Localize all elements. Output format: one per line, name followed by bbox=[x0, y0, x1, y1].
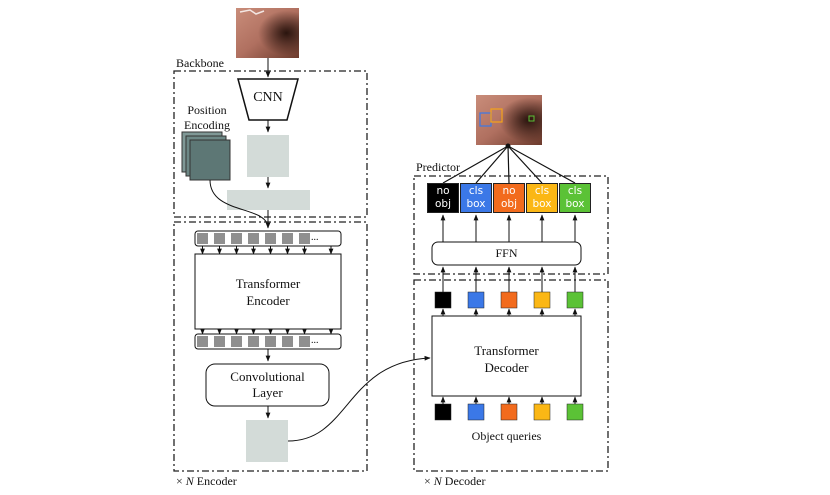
prediction-line1: cls bbox=[534, 185, 550, 197]
decoder-output-embedding bbox=[467, 291, 485, 309]
prediction-line2: obj bbox=[434, 198, 451, 210]
encoder-output-map bbox=[246, 420, 288, 462]
prediction-line1: cls bbox=[468, 185, 484, 197]
backbone-label: Backbone bbox=[176, 56, 224, 70]
convolutional-layer-label: Convolutional Layer bbox=[230, 369, 305, 400]
prediction-line1: no bbox=[502, 185, 516, 197]
token-square bbox=[299, 233, 310, 244]
decoder-output-embedding bbox=[533, 291, 551, 309]
encoder-repeat-label: × N Encoder bbox=[176, 474, 237, 488]
prediction-image bbox=[476, 95, 542, 145]
prediction-line1: no bbox=[436, 185, 450, 197]
object-query bbox=[467, 403, 485, 421]
token-square bbox=[197, 233, 208, 244]
position-encoding-label: Position Encoding bbox=[184, 103, 230, 132]
token-square bbox=[214, 336, 225, 347]
token-ellipsis-bottom: ... bbox=[311, 335, 319, 346]
token-square bbox=[299, 336, 310, 347]
object-query bbox=[434, 403, 452, 421]
position-encoding-stack bbox=[181, 131, 231, 181]
transformer-decoder-label: Transformer Decoder bbox=[474, 343, 539, 375]
token-ellipsis-top: ... bbox=[311, 232, 319, 243]
token-square bbox=[248, 336, 259, 347]
encoder-region bbox=[173, 221, 368, 472]
flattened-features bbox=[227, 190, 310, 210]
object-query bbox=[500, 403, 518, 421]
object-queries-label: Object queries bbox=[471, 429, 542, 443]
cnn-block bbox=[237, 78, 299, 121]
prediction-line2: box bbox=[532, 198, 552, 210]
prediction-line2: box bbox=[565, 198, 585, 210]
prediction-line2: box bbox=[466, 198, 486, 210]
decoder-region bbox=[413, 279, 609, 472]
token-square bbox=[248, 233, 259, 244]
decoder-output-embedding bbox=[434, 291, 452, 309]
backbone-region bbox=[173, 70, 368, 218]
token-square bbox=[265, 233, 276, 244]
transformer-decoder-block bbox=[431, 315, 582, 397]
token-square bbox=[282, 233, 293, 244]
prediction-line1: cls bbox=[567, 185, 583, 197]
predictor-label: Predictor bbox=[416, 160, 460, 174]
token-square bbox=[282, 336, 293, 347]
object-query bbox=[533, 403, 551, 421]
object-query bbox=[566, 403, 584, 421]
token-square bbox=[231, 336, 242, 347]
predictor-region bbox=[413, 175, 609, 275]
transformer-encoder-label: Transformer Encoder bbox=[235, 276, 301, 308]
ffn-block bbox=[431, 241, 582, 266]
decoder-repeat-label: × N Decoder bbox=[424, 474, 486, 488]
decoder-output-embedding bbox=[500, 291, 518, 309]
decoder-output-embedding bbox=[566, 291, 584, 309]
prediction-line2: obj bbox=[500, 198, 517, 210]
token-square bbox=[214, 233, 225, 244]
token-square bbox=[231, 233, 242, 244]
token-square bbox=[197, 336, 208, 347]
token-square bbox=[265, 336, 276, 347]
ffn-label: FFN bbox=[495, 246, 518, 260]
transformer-encoder-block bbox=[194, 253, 342, 330]
feature-map bbox=[247, 135, 289, 177]
input-image bbox=[236, 8, 299, 58]
cnn-label: CNN bbox=[253, 90, 283, 105]
